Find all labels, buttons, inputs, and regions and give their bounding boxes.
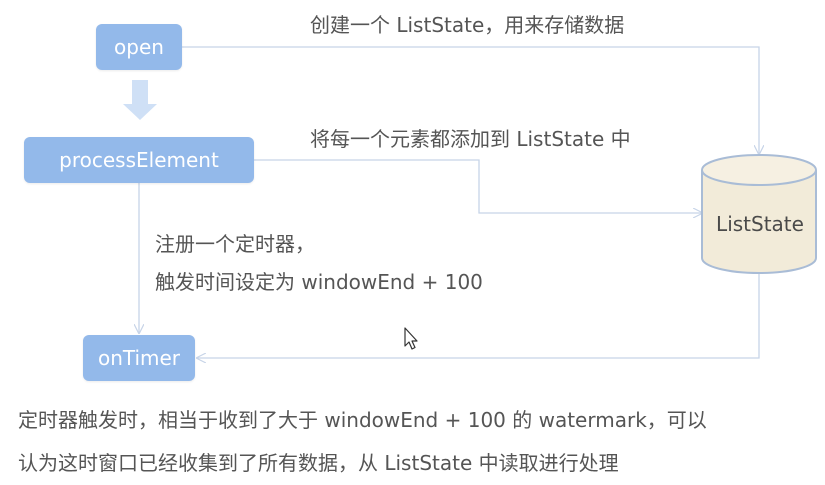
register-timer-label-line1: 注册一个定时器， <box>155 232 315 256</box>
add-element-label: 将每一个元素都添加到 ListState 中 <box>310 127 631 151</box>
open-node: open <box>96 24 182 70</box>
create-list-state-label: 创建一个 ListState，用来存储数据 <box>310 13 625 37</box>
database-icon <box>701 154 817 274</box>
cursor-icon <box>404 327 418 350</box>
down-arrow-icon <box>123 80 157 120</box>
process-element-node: processElement <box>24 137 254 183</box>
connector-process-to-liststate <box>254 159 702 213</box>
connector-open-to-liststate <box>182 46 759 154</box>
on-timer-node: onTimer <box>83 335 195 381</box>
connector-liststate-to-ontimer <box>197 272 760 358</box>
register-timer-label-line2: 触发时间设定为 windowEnd + 100 <box>155 270 483 294</box>
explanation-note-line1: 定时器触发时，相当于收到了大于 windowEnd + 100 的 waterm… <box>18 408 707 432</box>
explanation-note-line2: 认为这时窗口已经收集到了所有数据，从 ListState 中读取进行处理 <box>18 451 619 475</box>
list-state-label: ListState <box>716 212 804 236</box>
